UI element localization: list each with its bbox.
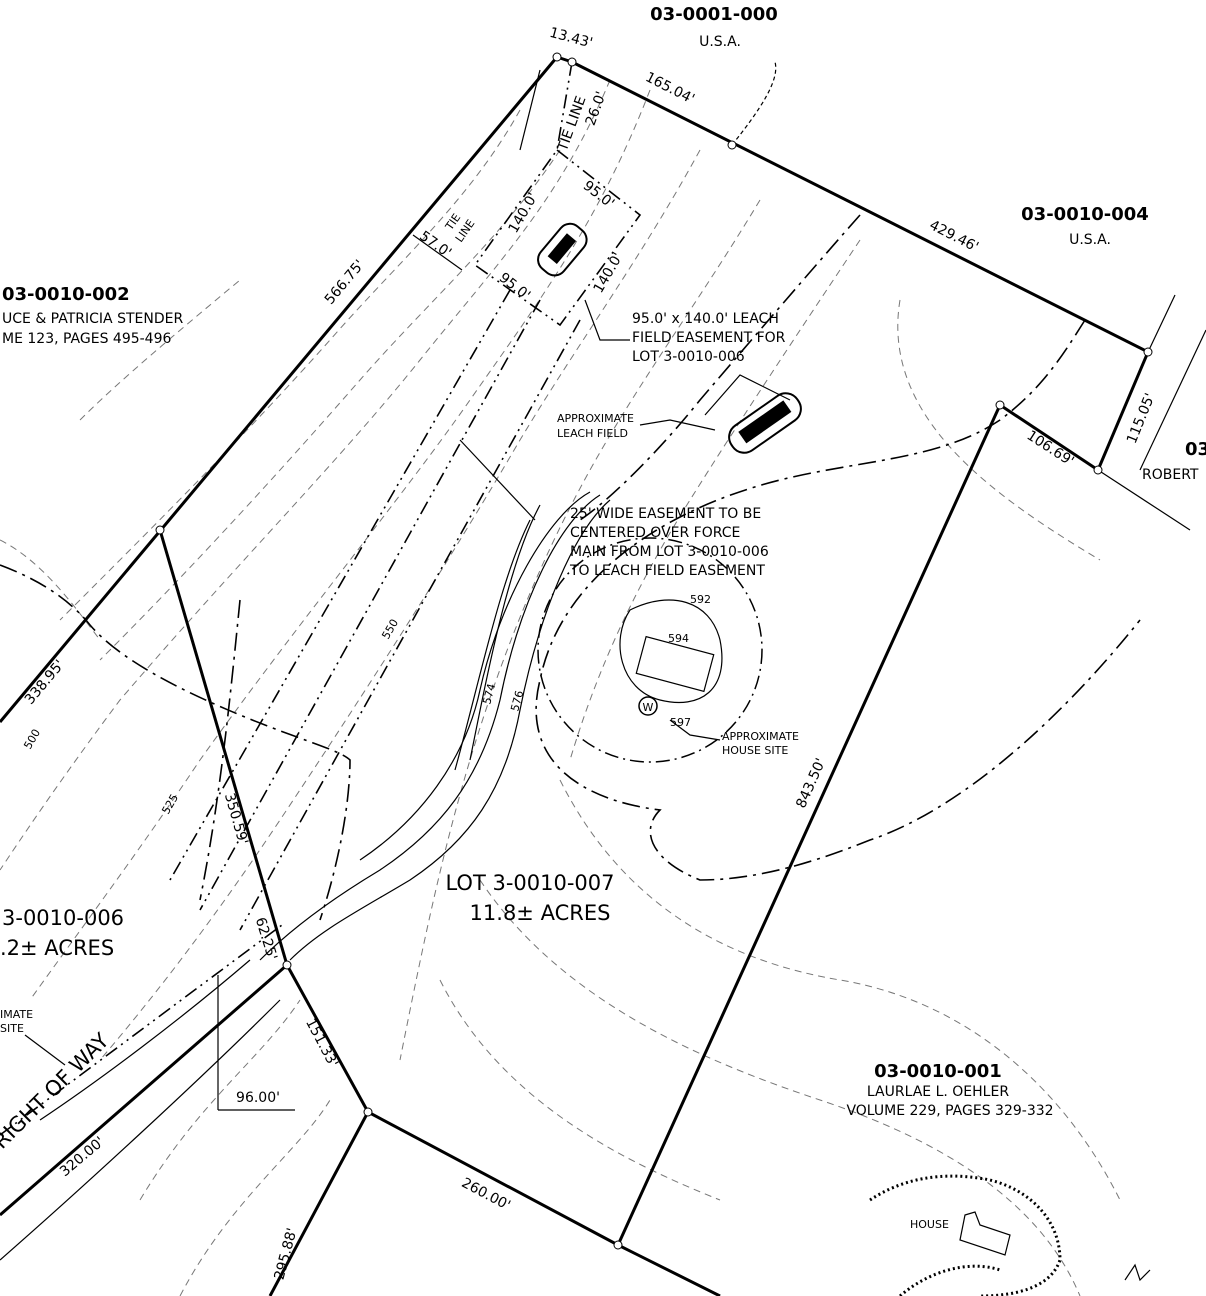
dim-label: 151.33' bbox=[302, 1016, 341, 1070]
dim-label: 843.50' bbox=[793, 756, 829, 811]
parcel-east-id: 03 bbox=[1185, 439, 1206, 460]
parcel-west-owner: UCE & PATRICIA STENDER bbox=[2, 311, 183, 327]
dim-label: 57.0' bbox=[416, 228, 454, 261]
house-site-note: HOUSE SITE bbox=[722, 744, 788, 757]
dim-label: 106.69' bbox=[1024, 428, 1077, 470]
well-label: W bbox=[643, 701, 654, 714]
dim-label: 566.75' bbox=[322, 257, 368, 308]
house-label: HOUSE bbox=[910, 1218, 949, 1231]
dim-label: 350.59' bbox=[221, 791, 251, 846]
lot6-id: 3-0010-006 bbox=[2, 906, 124, 930]
parcel-north-owner: U.S.A. bbox=[699, 34, 741, 50]
lot6-area: .2± ACRES bbox=[0, 936, 114, 960]
dim-label: 13.43' bbox=[548, 25, 595, 52]
force-main-note: TO LEACH FIELD EASEMENT bbox=[569, 563, 765, 579]
dim-label: 260.00' bbox=[459, 1175, 513, 1214]
dim-label: 295.88' bbox=[272, 1226, 301, 1281]
parcel-se-record: VOLUME 229, PAGES 329-332 bbox=[846, 1103, 1053, 1119]
force-main-note: MAIN FROM LOT 3-0010-006 bbox=[570, 544, 769, 560]
contour-label: 574 bbox=[480, 682, 498, 706]
parcel-east-owner: ROBERT bbox=[1142, 467, 1199, 483]
lot7-area: 11.8± ACRES bbox=[470, 901, 611, 925]
dim-label: 140.0' bbox=[591, 250, 627, 296]
neighbor-house bbox=[869, 1174, 1151, 1296]
house-site: W bbox=[537, 537, 763, 763]
force-main-easement bbox=[169, 289, 581, 931]
right-of-way-road bbox=[0, 924, 288, 1261]
parcel-north-id: 03-0001-000 bbox=[650, 4, 778, 25]
contour-label: 525 bbox=[159, 792, 181, 817]
leach-field-symbol bbox=[537, 222, 802, 454]
parcel-se-owner: LAURLAE L. OEHLER bbox=[867, 1084, 1009, 1100]
contour-label: 597 bbox=[670, 716, 691, 729]
corner-monuments bbox=[155, 52, 1153, 1250]
dim-label: 96.00' bbox=[236, 1090, 280, 1106]
parcel-ne-id: 03-0010-004 bbox=[1021, 204, 1149, 225]
leach-easement-note: LOT 3-0010-006 bbox=[632, 349, 745, 365]
parcel-ne-owner: U.S.A. bbox=[1069, 232, 1111, 248]
limit-lines bbox=[0, 214, 1141, 921]
contour-label: 594 bbox=[668, 632, 689, 645]
contour-lines bbox=[0, 79, 1121, 1296]
force-main-note: CENTERED OVER FORCE bbox=[570, 525, 740, 541]
contour-label: 576 bbox=[508, 689, 526, 713]
access-driveway bbox=[259, 491, 611, 961]
well-icon bbox=[638, 696, 658, 716]
parcel-se-id: 03-0010-001 bbox=[874, 1061, 1002, 1082]
property-boundaries bbox=[0, 55, 1206, 1296]
leach-easement-note: 95.0' x 140.0' LEACH bbox=[632, 311, 779, 327]
approx-site-note: SITE bbox=[0, 1022, 24, 1035]
dim-label: 429.46' bbox=[927, 217, 981, 255]
leach-easement-note: FIELD EASEMENT FOR bbox=[632, 330, 786, 346]
dim-label: 95.0' bbox=[496, 270, 533, 304]
force-main-note: 25' WIDE EASEMENT TO BE bbox=[570, 506, 761, 522]
house-site-note: APPROXIMATE bbox=[722, 730, 799, 743]
dim-label: 26.0' bbox=[583, 89, 610, 127]
dim-label: 338.95' bbox=[22, 657, 68, 708]
map-labels: 03-0001-000 U.S.A. 03-0010-004 U.S.A. 03… bbox=[0, 4, 1206, 1282]
contour-label: 550 bbox=[379, 617, 401, 642]
approx-leach-note: APPROXIMATE bbox=[557, 412, 634, 425]
lot7-id: LOT 3-0010-007 bbox=[445, 871, 614, 895]
contour-label: 500 bbox=[21, 727, 43, 752]
dim-label: 140.0' bbox=[506, 190, 542, 236]
tie-line-label: TIE LINE bbox=[555, 94, 590, 154]
approx-site-note: IMATE bbox=[0, 1008, 33, 1021]
parcel-west-record: ME 123, PAGES 495-496 bbox=[2, 331, 171, 347]
parcel-west-id: 03-0010-002 bbox=[2, 284, 130, 305]
contour-label: 592 bbox=[690, 593, 711, 606]
approx-leach-note: LEACH FIELD bbox=[557, 427, 628, 440]
